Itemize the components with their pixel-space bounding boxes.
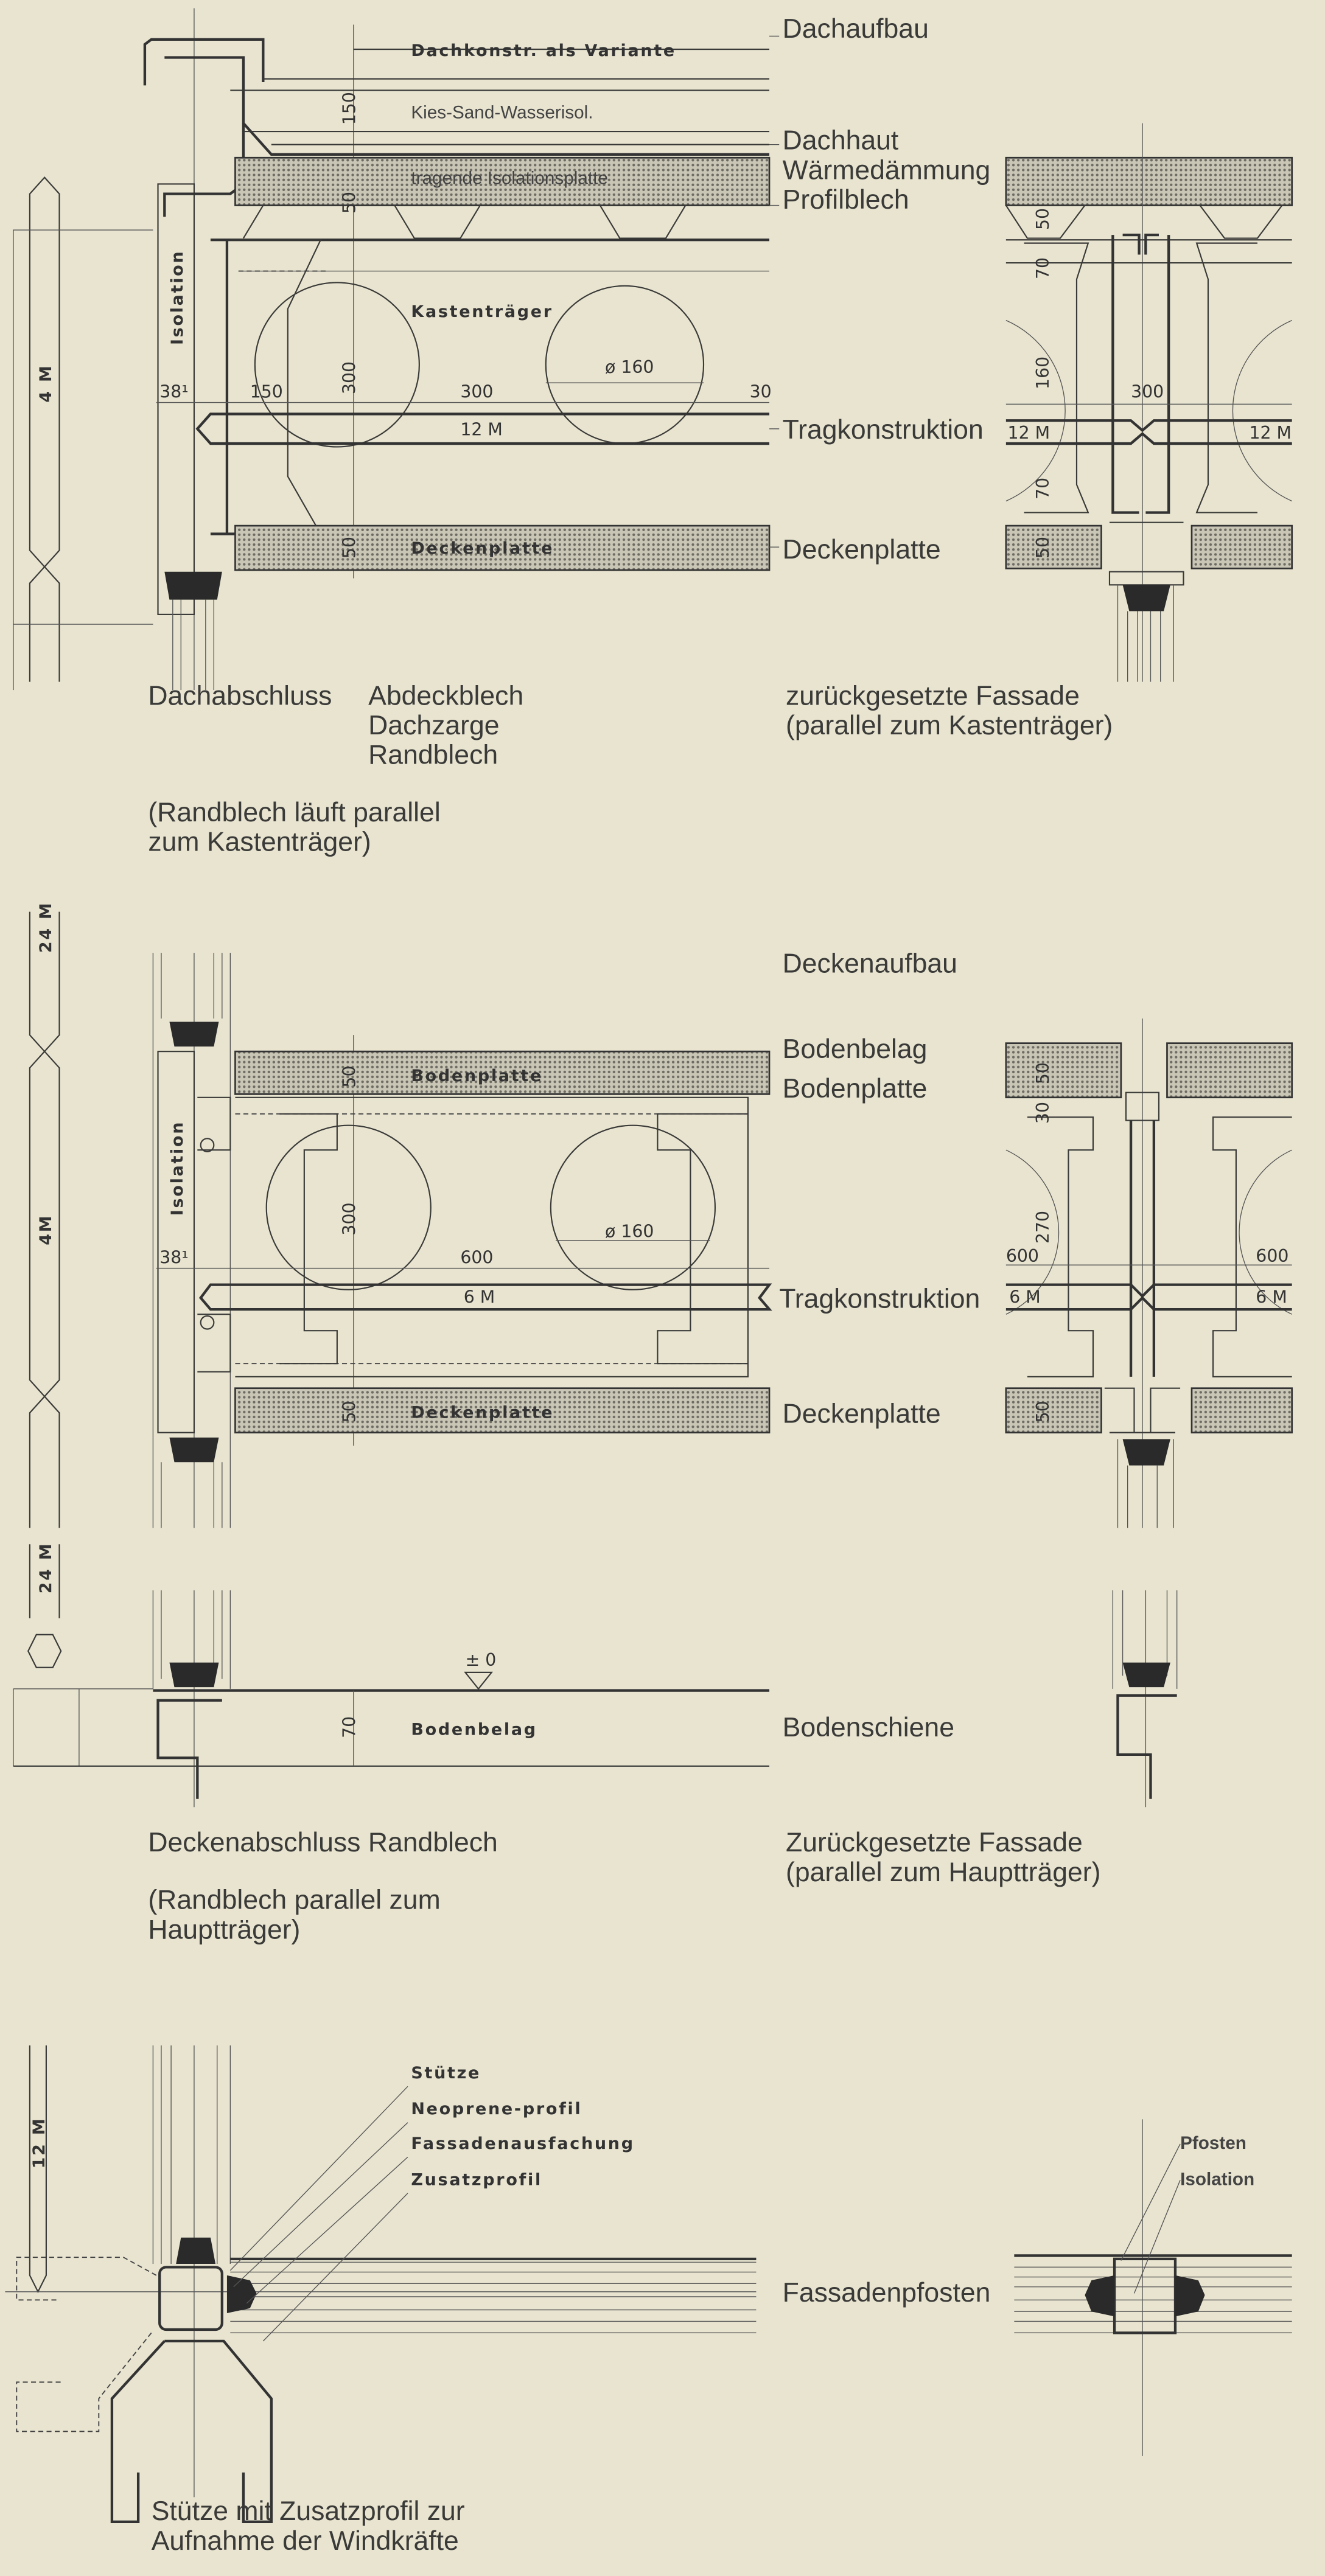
label-facade-post: Fassadenpfosten <box>783 2278 991 2308</box>
dim-38: 38¹ <box>159 1247 188 1267</box>
level-zero: ± 0 <box>465 1650 496 1670</box>
label-box-girder: Kastenträger <box>411 302 553 321</box>
label-insulation-slab: tragende Isolationsplatte <box>411 168 608 188</box>
roof-recessed-facade-detail: 50 70 160 300 12 M 12 M 70 50 <box>1005 123 1293 682</box>
dim-12m: 12 M <box>460 420 503 440</box>
label-floor-covering: Bodenbelag <box>411 1720 537 1739</box>
dim-24m: 24 M <box>37 1542 55 1594</box>
dim-6m-left: 6 M <box>1009 1287 1041 1307</box>
caption-recessed-floor-1: Zurückgesetzte Fassade <box>786 1828 1083 1857</box>
label-roof-build-up: Dachaufbau <box>783 14 929 44</box>
dim-30: 30 <box>750 381 772 402</box>
leader-neoprene: Neoprene-profil <box>411 2100 582 2118</box>
caption-column-1: Stütze mit Zusatzprofil zur <box>152 2496 465 2526</box>
dim-300-v: 300 <box>340 361 360 394</box>
label-membrane: Dachhaut <box>783 126 899 156</box>
dim-12m-left: 12 M <box>1008 423 1051 443</box>
label-gravel: Kies-Sand-Wasserisol. <box>411 102 593 122</box>
dim-70: 70 <box>340 1716 360 1738</box>
dim-12m: 12 M <box>30 2117 49 2169</box>
label-variant: Dachkonstr. als Variante <box>411 41 676 60</box>
facade-post-plan-detail: Pfosten Isolation Fassadenpfosten <box>783 2119 1292 2456</box>
label-ceiling-slab: Deckenplatte <box>411 539 554 558</box>
caption-floor-note-1: (Randblech parallel zum <box>148 1885 440 1915</box>
leader-extra-profile: Zusatzprofil <box>411 2170 542 2189</box>
dim-70-b: 70 <box>1033 478 1053 500</box>
caption-part-2: Dachzarge <box>368 711 499 740</box>
dim-600-left: 600 <box>1006 1246 1039 1266</box>
dim-50-a: 50 <box>1033 1062 1053 1084</box>
dim-300: 300 <box>1131 381 1164 402</box>
roof-edge-detail: Dachkonstr. als Variante Kies-Sand-Wasse… <box>13 8 991 691</box>
dim-160: 160 <box>1033 357 1053 389</box>
ground-recessed-facade-detail <box>1112 1590 1178 1808</box>
dim-270: 270 <box>1033 1211 1053 1244</box>
dim-24m: 24 M <box>37 901 55 953</box>
dim-600-right: 600 <box>1256 1246 1288 1266</box>
label-ceiling-slab: Deckenplatte <box>411 1403 554 1422</box>
dim-diameter: ø 160 <box>605 1221 654 1241</box>
caption-floor-note-2: Hauptträger) <box>148 1915 300 1944</box>
leader-isolation: Isolation <box>1180 2169 1254 2189</box>
dim-50-b: 50 <box>1033 537 1053 559</box>
label-isolation: Isolation <box>168 1121 187 1216</box>
leader-post: Pfosten <box>1180 2133 1246 2153</box>
dim-300: 300 <box>340 1202 360 1235</box>
ground-edge-detail: 24 M ± 0 70 Bodenbelag Bodenschiene <box>13 1542 954 1808</box>
label-isolation: Isolation <box>168 250 187 345</box>
dim-50-a: 50 <box>1033 208 1053 230</box>
label-thermal-insulation: Wärmedämmung <box>783 155 991 185</box>
caption-part-3: Randblech <box>368 740 498 770</box>
caption-note-1: (Randblech läuft parallel <box>148 798 440 827</box>
leader-column: Stütze <box>411 2064 481 2083</box>
leader-infill: Fassadenausfachung <box>411 2134 634 2153</box>
label-structure: Tragkonstruktion <box>779 1284 980 1314</box>
dim-38: 38¹ <box>159 381 188 402</box>
dim-diameter: ø 160 <box>605 357 654 377</box>
label-ceiling: Deckenplatte <box>783 1399 941 1429</box>
caption-column-2: Aufnahme der Windkräfte <box>152 2526 459 2556</box>
caption-note-2: zum Kastenträger) <box>148 827 371 857</box>
dim-50-b: 50 <box>340 1401 360 1422</box>
dim-12m-right: 12 M <box>1249 423 1292 443</box>
dim-300-h: 300 <box>460 381 493 402</box>
label-floor-slab: Bodenplatte <box>411 1067 543 1085</box>
dim-4m: 4M <box>37 1214 55 1245</box>
label-structure: Tragkonstruktion <box>783 415 984 445</box>
dim-30: 30 <box>1033 1102 1053 1124</box>
dim-150-v: 150 <box>340 92 360 125</box>
label-floor-covering: Bodenbelag <box>783 1034 928 1064</box>
label-profile-deck: Profilblech <box>783 185 909 215</box>
floor-edge-detail: 24 M 4M Isolation Bodenplatte Deckenplat… <box>29 901 980 1528</box>
caption-recessed-2: (parallel zum Kastenträger) <box>786 711 1113 740</box>
caption-floor-edge: Deckenabschluss Randblech <box>148 1828 498 1857</box>
dim-4m: 4 M <box>37 364 55 402</box>
label-ceiling: Deckenplatte <box>783 535 941 565</box>
dim-50-a: 50 <box>340 1065 360 1087</box>
dim-6m: 6 M <box>464 1287 495 1307</box>
caption-recessed-1: zurückgesetzte Fassade <box>786 681 1080 711</box>
dim-6m-right: 6 M <box>1256 1287 1287 1307</box>
caption-roof-edge: Dachabschluss <box>148 681 332 711</box>
label-floor-slab-right: Bodenplatte <box>783 1074 928 1104</box>
floor-recessed-facade-detail: 50 30 270 600 600 6 M 6 M 50 <box>1005 1018 1293 1528</box>
dim-50-a: 50 <box>340 192 360 214</box>
dim-600: 600 <box>460 1247 493 1267</box>
dim-150-h: 150 <box>250 381 283 402</box>
caption-part-1: Abdeckblech <box>368 681 523 711</box>
caption-recessed-floor-2: (parallel zum Hauptträger) <box>786 1857 1100 1887</box>
column-plan-detail: 12 M Stütze Neoprene-profil Fassadenausf… <box>5 2045 757 2524</box>
label-floor-rail: Bodenschiene <box>783 1713 954 1742</box>
dim-70-a: 70 <box>1033 257 1053 279</box>
dim-50-b: 50 <box>1033 1401 1053 1422</box>
label-floor-build-up: Deckenaufbau <box>783 949 957 979</box>
dim-50-b: 50 <box>340 537 360 559</box>
